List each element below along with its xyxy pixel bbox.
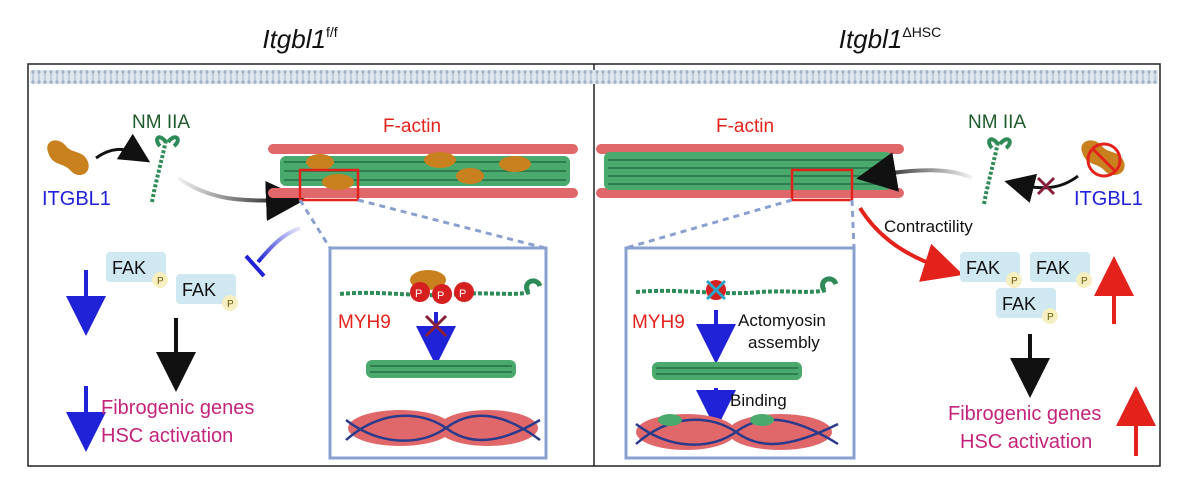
left-fak-2-label: FAK [182,280,216,300]
left-inset-actin [366,360,516,378]
right-fak-1-label: FAK [966,258,1000,278]
right-myh9-head [820,276,839,292]
right-nmiia-icon [982,137,1012,205]
right-fak-1-p [1006,272,1022,288]
left-myh9-label: MYH9 [338,312,391,333]
right-zoom-box [790,168,854,202]
right-inset-actin [652,362,802,380]
right-assembly-label: assembly [748,333,820,352]
left-itgbl1-to-nmiia-arrow [95,133,151,163]
right-contractility-arrow [858,206,964,282]
left-inhibition-line [256,226,301,264]
cell-membrane [30,70,1158,84]
right-actin-bundle [596,144,904,198]
left-zoom-box [298,168,360,202]
left-inhibition-bar [244,254,266,278]
left-fibrogenic-label: Fibrogenic genes [101,397,254,419]
right-fak-3 [996,288,1056,318]
left-itgbl1-on-actin [306,152,531,190]
right-fak-2 [1030,252,1090,282]
right-zoom-line-1 [625,198,793,250]
right-nmiia-to-actin-arrow [856,152,973,192]
left-hsc-label: HSC activation [101,425,233,447]
right-fak-2-label: FAK [1036,258,1070,278]
left-phospho-p1: P [415,288,422,300]
right-factin-label: F-actin [716,116,774,137]
right-fak-1 [960,252,1020,282]
left-factin-label: F-actin [383,116,441,137]
left-myh9-head [524,278,543,294]
left-fak-1-label: FAK [112,258,146,278]
right-fak-3-p-label: P [1047,312,1054,323]
right-inset-dna-actin [635,414,839,450]
left-fak-1 [106,252,166,282]
left-title: Itgbl1f/f [262,24,337,54]
left-fak-2-p [222,295,238,311]
right-fak-1-p-label: P [1011,276,1018,287]
left-phospho-p2: P [437,290,444,302]
right-itgbl1-label: ITGBL1 [1074,188,1143,210]
left-fak-1-p [152,272,168,288]
left-fak-2 [176,274,236,304]
right-block-x-icon [1036,176,1056,196]
right-title: Itgbl1ΔHSC [839,24,942,54]
left-block-x-icon [424,314,448,338]
right-contractility-label: Contractility [884,217,973,236]
left-phospho-sites [410,282,474,304]
right-fak-3-label: FAK [1002,294,1036,314]
right-myh9-chain [635,288,827,296]
right-hsc-label: HSC activation [960,431,1092,453]
right-fak-2-p [1076,272,1092,288]
left-nmiia-label: NM IIA [132,112,190,133]
right-fak-3-p [1042,308,1058,324]
left-inset-dna-actin [345,410,541,446]
right-dephospho-x-icon [705,279,727,301]
right-itgbl1-no-sign-icon [1086,142,1122,178]
right-actomyosin-label: Actomyosin [738,311,826,330]
right-myh9-label: MYH9 [632,312,685,333]
right-zoom-line-2 [850,199,856,249]
left-phospho-p3: P [459,288,466,300]
left-fak-1-p-label: P [157,276,164,287]
left-nmiia-to-actin-arrow [176,176,306,221]
left-itgbl1-label: ITGBL1 [42,188,111,210]
itgbl1-protein-icon [47,140,89,176]
left-zoom-line-1 [298,199,332,249]
left-nmiia-icon [150,135,180,203]
left-zoom-line-2 [357,198,546,250]
right-nmiia-label: NM IIA [968,112,1026,133]
left-fak-2-p-label: P [227,299,234,310]
right-binding-label: Binding [730,391,787,410]
right-fibrogenic-label: Fibrogenic genes [948,403,1101,425]
right-fak-2-p-label: P [1081,276,1088,287]
